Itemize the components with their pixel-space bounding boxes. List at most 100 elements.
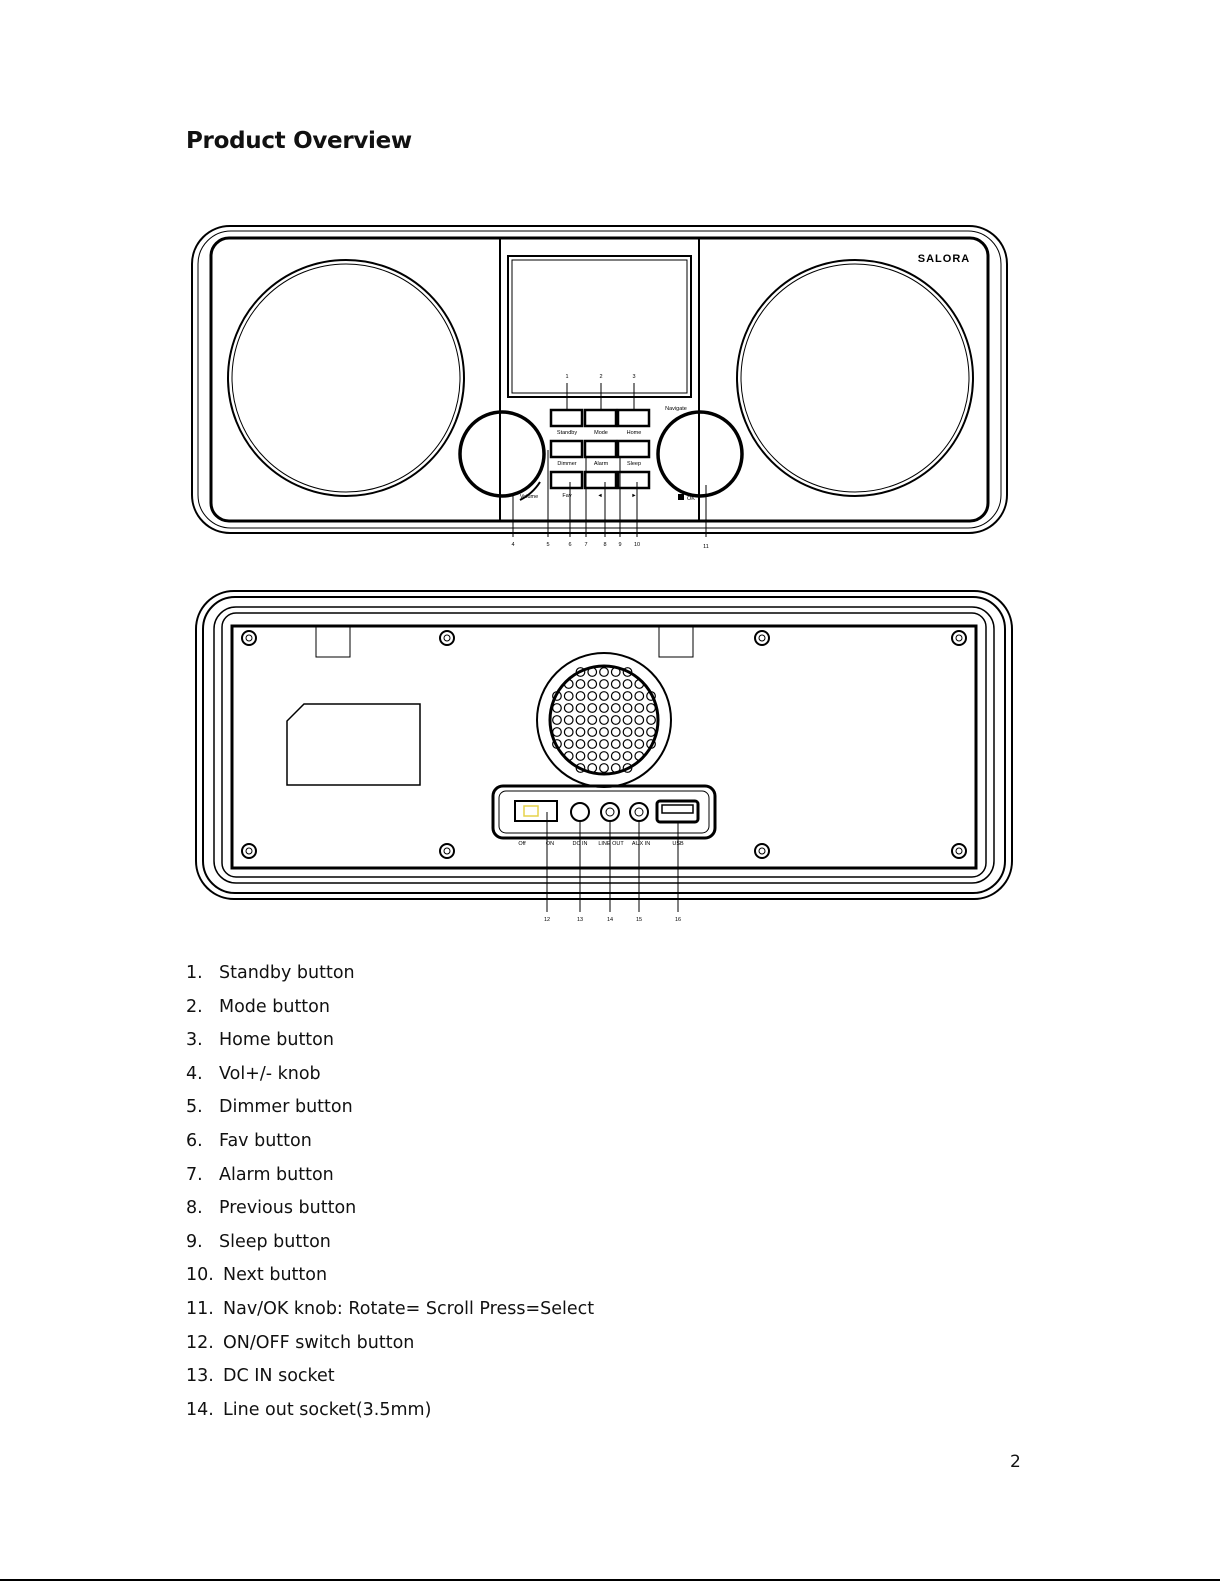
speaker-hole <box>599 763 609 773</box>
legend-item-number: 9. <box>186 1231 203 1252</box>
legend-item-text: Fav button <box>219 1130 312 1151</box>
aux-in-socket <box>629 802 649 822</box>
callout-6: 6 <box>568 542 571 548</box>
label-navigate: Navigate <box>665 406 687 412</box>
previous-button <box>583 470 618 490</box>
legend-item: 12.ON/OFF switch button <box>186 1330 594 1364</box>
legend-item-number: 10. <box>186 1265 214 1286</box>
speaker-hole <box>622 667 633 677</box>
legend-item-text: Home button <box>219 1030 334 1051</box>
legend-item: 5.Dimmer button <box>186 1094 594 1128</box>
speaker-hole <box>610 691 621 701</box>
label-dc-in: DC IN <box>573 841 588 847</box>
product-diagram: SALORA Standby Mode Home Dimmer Alarm Sl… <box>191 225 1013 923</box>
speaker-hole <box>622 703 633 713</box>
callout-16: 16 <box>675 917 681 923</box>
speaker-hole <box>646 715 656 725</box>
label-prev: ◄ <box>597 493 602 499</box>
legend-item-number: 12. <box>186 1332 214 1353</box>
legend-item: 11.Nav/OK knob: Rotate= Scroll Press=Sel… <box>186 1296 594 1330</box>
rating-label-plate <box>286 703 421 786</box>
speaker-hole <box>563 739 574 749</box>
speaker-hole <box>634 679 645 689</box>
legend-item-number: 6. <box>186 1130 203 1151</box>
legend-item-text: Next button <box>223 1265 328 1286</box>
brand-logo: SALORA <box>918 253 970 265</box>
speaker-hole <box>575 739 586 749</box>
power-switch <box>514 800 558 822</box>
label-dimmer: Dimmer <box>557 461 576 467</box>
dc-in-socket <box>570 802 590 822</box>
speaker-hole <box>575 727 586 737</box>
speaker-hole <box>622 727 633 737</box>
connector-panel <box>491 784 717 840</box>
back-panel <box>195 590 1013 912</box>
callout-10: 10 <box>634 542 640 548</box>
speaker-hole <box>610 679 621 689</box>
speaker-hole <box>634 739 645 749</box>
speaker-hole <box>587 751 598 761</box>
speaker-hole <box>622 679 633 689</box>
speaker-hole <box>599 715 609 725</box>
usb-port <box>655 799 700 824</box>
rear-speaker <box>536 652 672 788</box>
label-on: ON <box>546 841 554 847</box>
legend-item: 14.Line out socket(3.5mm) <box>186 1397 594 1431</box>
mode-button <box>583 408 618 428</box>
legend-item: 9. Sleep button <box>186 1229 594 1263</box>
ok-marker-icon <box>678 494 684 500</box>
speaker-hole <box>575 679 586 689</box>
label-volume: Volume <box>520 494 538 500</box>
speaker-hole <box>587 727 598 737</box>
label-usb: USB <box>672 841 684 847</box>
fav-button <box>549 470 584 490</box>
speaker-hole <box>634 691 645 701</box>
bottom-rule <box>0 1579 1220 1581</box>
speaker-hole <box>575 667 586 677</box>
page-number: 2 <box>1010 1452 1021 1472</box>
display-screen <box>507 255 692 398</box>
right-speaker-grille <box>736 259 974 497</box>
legend-item-text: Nav/OK knob: Rotate= Scroll Press=Select <box>223 1298 595 1319</box>
speaker-hole <box>622 751 633 761</box>
legend-item-number: 14. <box>186 1399 214 1420</box>
legend-item-text: Sleep button <box>219 1231 331 1252</box>
speaker-hole <box>587 679 598 689</box>
legend-item-text: Standby button <box>219 963 355 983</box>
speaker-hole <box>563 715 574 725</box>
label-standby: Standby <box>557 430 577 436</box>
speaker-hole <box>552 691 562 701</box>
label-home: Home <box>627 430 642 436</box>
callout-2: 2 <box>599 374 602 380</box>
label-off: Off <box>518 841 526 847</box>
speaker-hole <box>599 667 609 677</box>
line-out-socket <box>600 802 620 822</box>
speaker-hole <box>610 739 621 749</box>
legend-item-number: 4. <box>186 1063 203 1084</box>
speaker-hole <box>622 739 633 749</box>
legend-item-number: 5. <box>186 1097 203 1118</box>
switch-slider <box>523 805 539 817</box>
speaker-hole <box>646 727 656 737</box>
speaker-hole <box>599 751 609 761</box>
speaker-hole <box>575 715 586 725</box>
legend-item-text: Vol+/- knob <box>219 1063 321 1084</box>
speaker-hole <box>587 667 598 677</box>
legend-item: 13.DC IN socket <box>186 1363 594 1397</box>
speaker-hole <box>599 703 609 713</box>
speaker-hole <box>552 715 562 725</box>
speaker-hole <box>610 751 621 761</box>
speaker-hole <box>587 703 598 713</box>
label-sleep: Sleep <box>627 461 641 467</box>
callout-11: 11 <box>703 544 709 550</box>
callout-5: 5 <box>546 542 549 548</box>
speaker-hole <box>563 727 574 737</box>
speaker-hole <box>563 751 574 761</box>
speaker-hole <box>599 691 609 701</box>
speaker-hole <box>610 727 621 737</box>
callout-13: 13 <box>577 917 583 923</box>
legend-item: 8.Previous button <box>186 1195 594 1229</box>
speaker-hole <box>552 703 562 713</box>
speaker-hole <box>563 703 574 713</box>
